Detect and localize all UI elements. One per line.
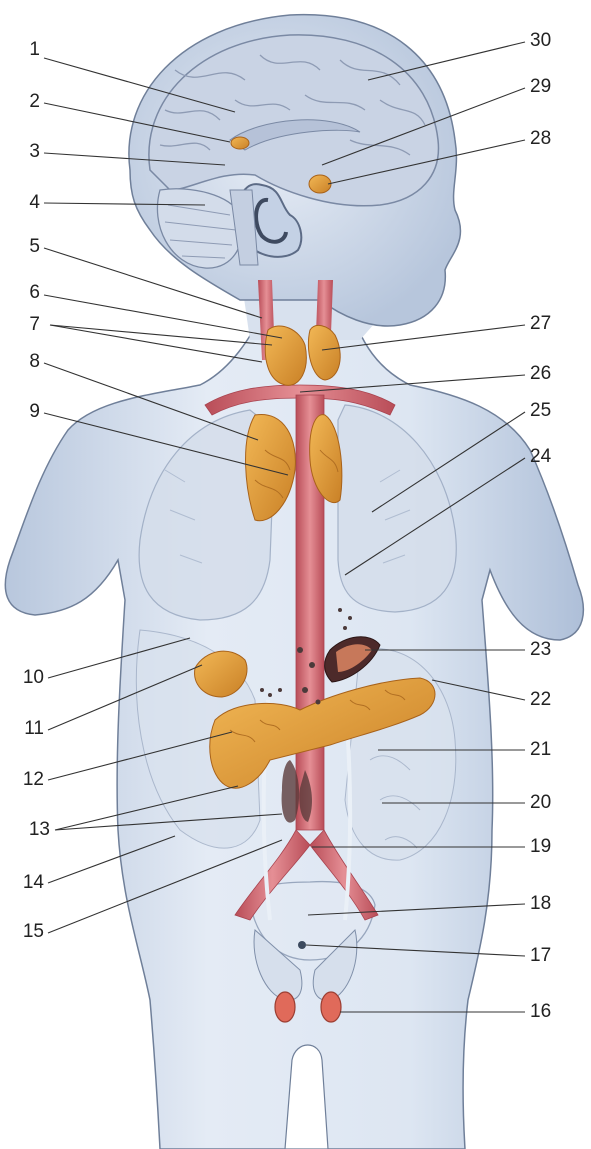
label-23: 23	[530, 640, 551, 660]
label-2: 2	[10, 92, 40, 112]
label-17: 17	[530, 946, 551, 966]
label-22: 22	[530, 690, 551, 710]
label-13: 13	[20, 820, 50, 840]
label-29: 29	[530, 77, 551, 97]
pineal-gland	[231, 137, 249, 149]
label-27: 27	[530, 314, 551, 334]
label-6: 6	[10, 283, 40, 303]
label-15: 15	[14, 922, 44, 942]
label-28: 28	[530, 129, 551, 149]
label-21: 21	[530, 740, 551, 760]
label-12: 12	[14, 770, 44, 790]
label-8: 8	[10, 352, 40, 372]
label-26: 26	[530, 364, 551, 384]
label-9: 9	[10, 402, 40, 422]
label-10: 10	[14, 668, 44, 688]
label-14: 14	[14, 873, 44, 893]
label-5: 5	[10, 237, 40, 257]
left-testis	[275, 992, 295, 1022]
label-19: 19	[530, 837, 551, 857]
label-24: 24	[530, 447, 551, 467]
label-11: 11	[14, 719, 44, 739]
label-20: 20	[530, 793, 551, 813]
label-3: 3	[10, 142, 40, 162]
right-testis	[321, 992, 341, 1022]
label-1: 1	[10, 40, 40, 60]
label-30: 30	[530, 31, 551, 51]
label-7: 7	[10, 315, 40, 335]
label-25: 25	[530, 401, 551, 421]
pituitary-gland	[309, 175, 331, 193]
label-4: 4	[10, 193, 40, 213]
label-16: 16	[530, 1002, 551, 1022]
label-18: 18	[530, 894, 551, 914]
